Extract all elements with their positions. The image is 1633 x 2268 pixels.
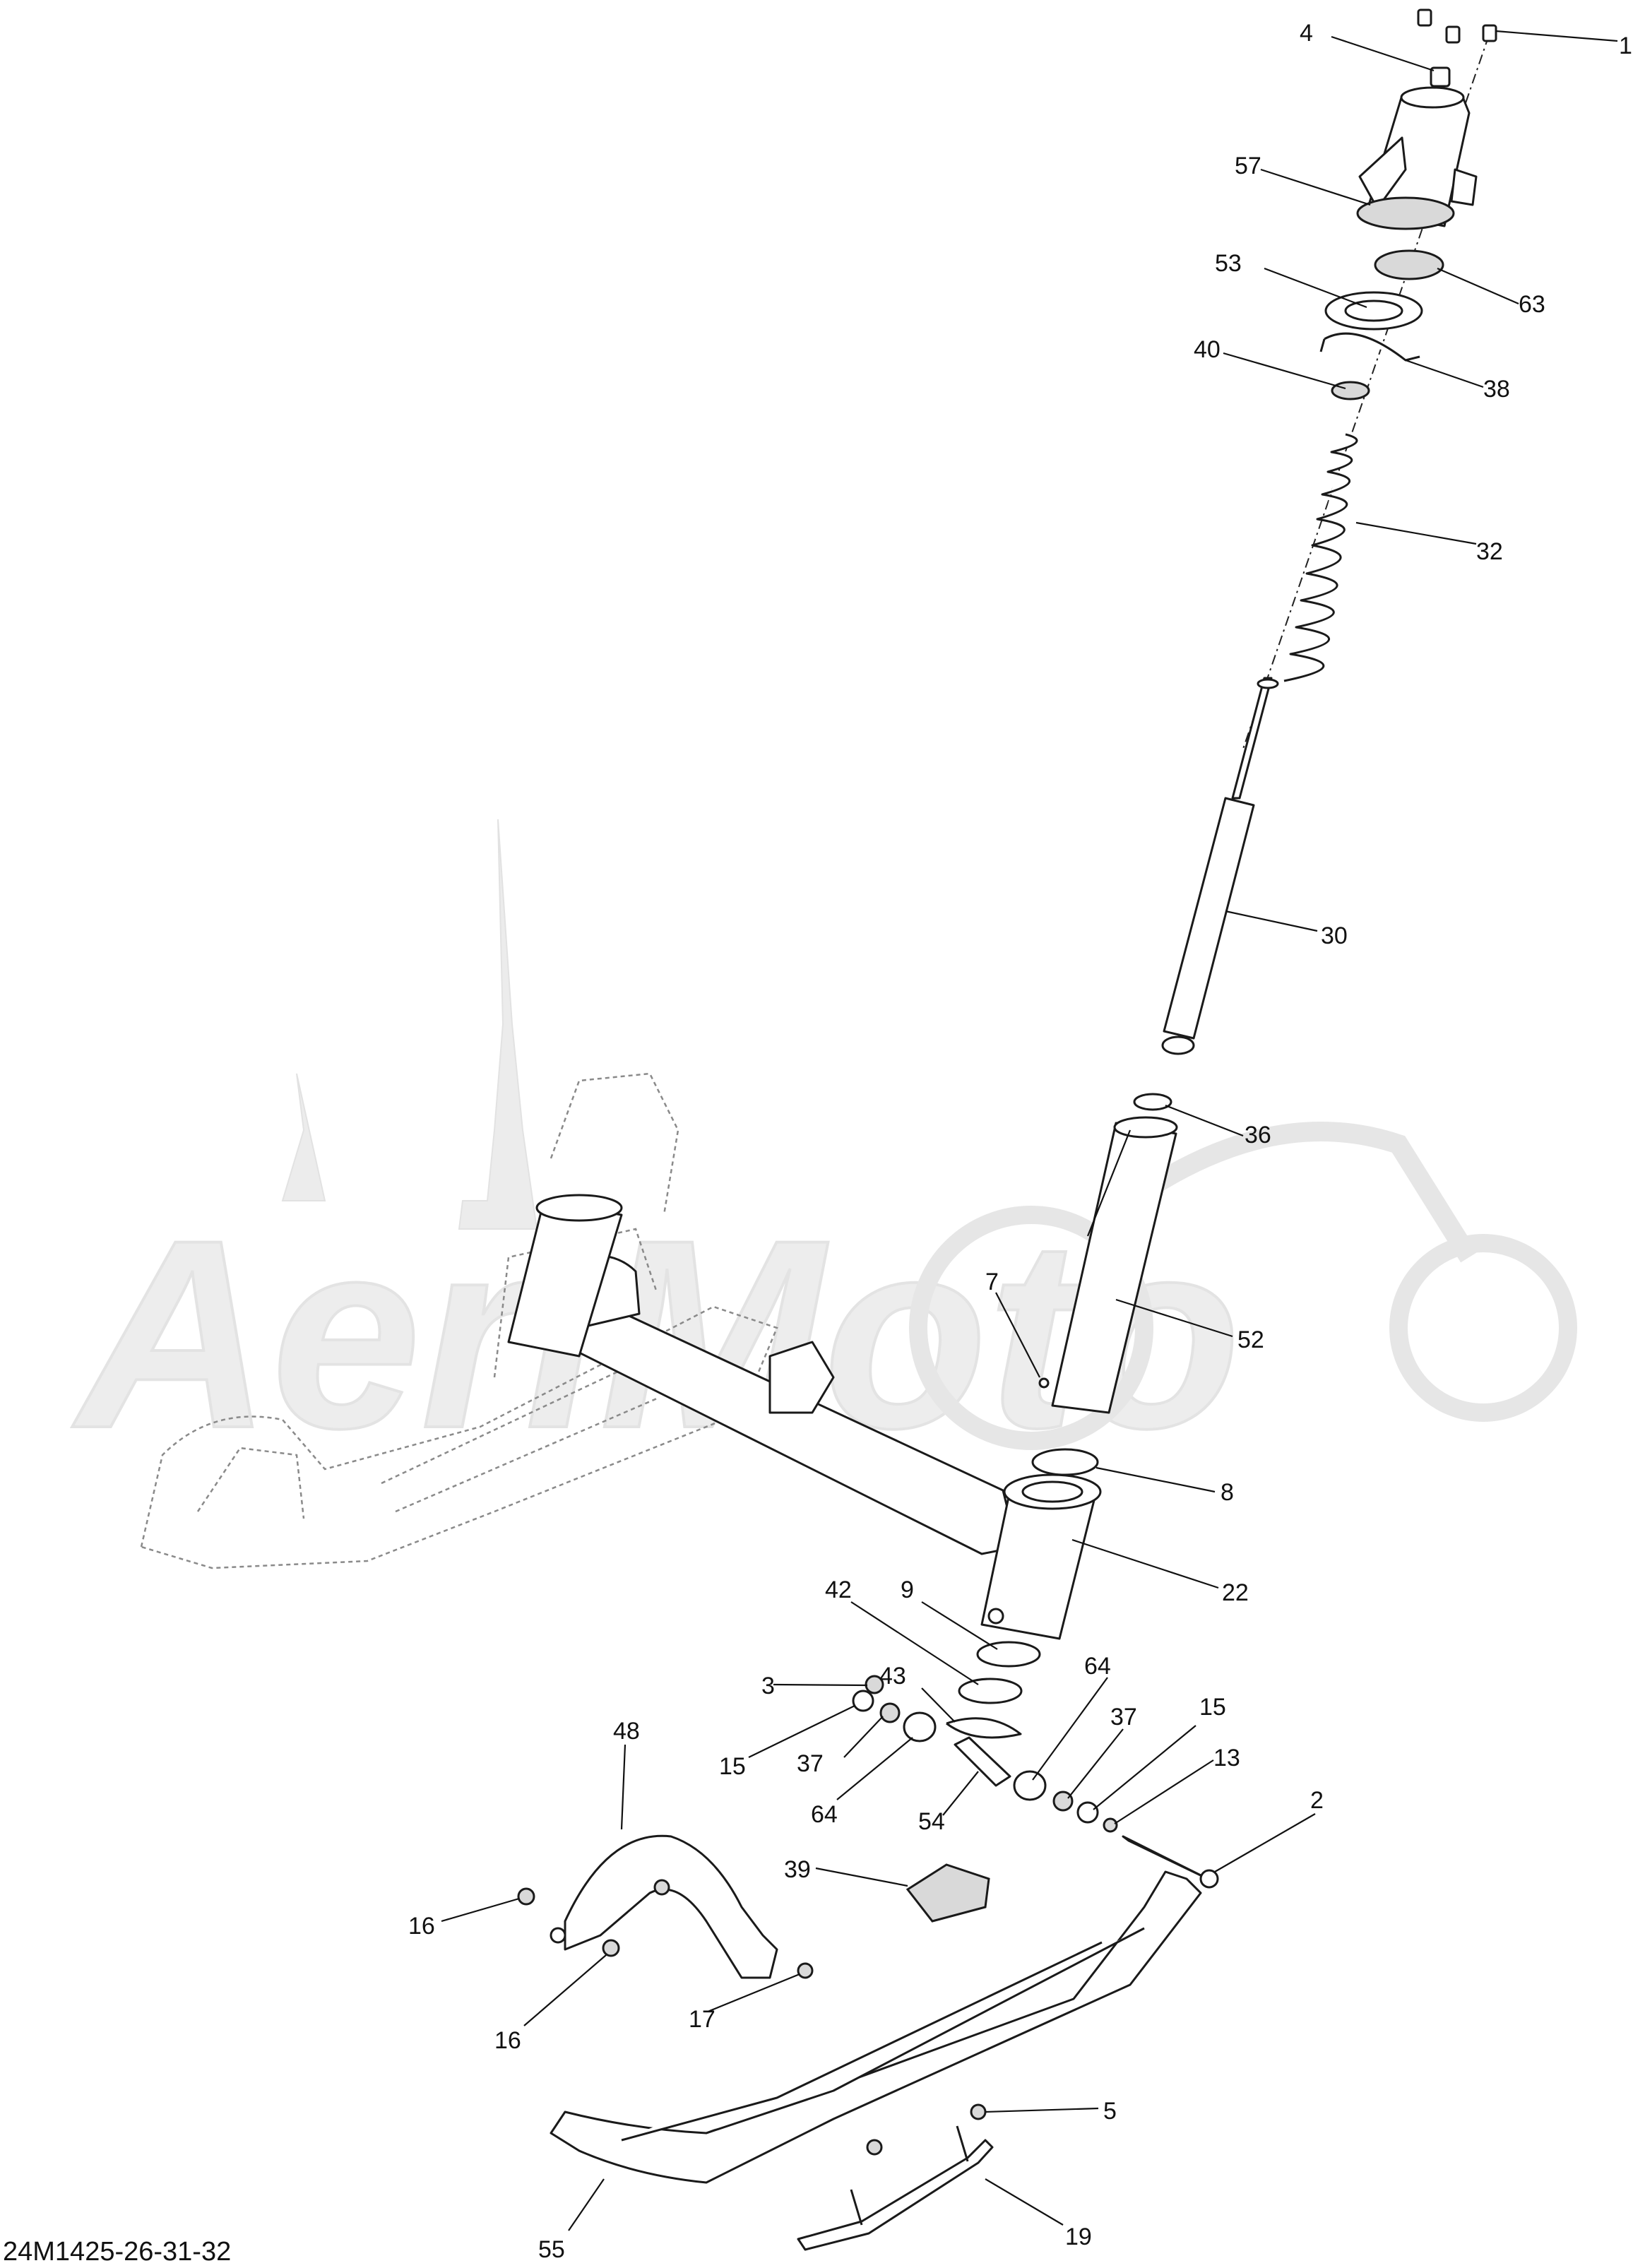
washer-37a bbox=[879, 1702, 901, 1723]
callout-32: 32 bbox=[1476, 538, 1503, 565]
callout-52: 52 bbox=[1237, 1326, 1264, 1353]
callout-1: 1 bbox=[1619, 32, 1632, 59]
callout-7: 7 bbox=[985, 1269, 999, 1295]
callout-15a: 15 bbox=[719, 1753, 746, 1780]
runner-19 bbox=[797, 2139, 994, 2251]
collar-40 bbox=[1331, 381, 1370, 400]
callout-8: 8 bbox=[1221, 1479, 1234, 1506]
ring-9 bbox=[976, 1641, 1041, 1668]
nut-5 bbox=[970, 2103, 987, 2120]
callout-38: 38 bbox=[1483, 376, 1510, 403]
bolt-16b bbox=[602, 1939, 620, 1957]
callout-5: 5 bbox=[1103, 2098, 1117, 2125]
callout-16b: 16 bbox=[494, 2027, 521, 2054]
bolt-16a bbox=[517, 1887, 535, 1906]
callout-17: 17 bbox=[689, 2006, 715, 2033]
callout-40: 40 bbox=[1194, 336, 1221, 363]
callout-55: 55 bbox=[538, 2236, 565, 2263]
callout-13: 13 bbox=[1213, 1745, 1240, 1771]
callout-63: 63 bbox=[1519, 291, 1545, 318]
washer-15a bbox=[852, 1690, 874, 1712]
pad-39 bbox=[905, 1863, 990, 1923]
callout-37b: 37 bbox=[1110, 1704, 1137, 1730]
clip-38 bbox=[1319, 332, 1420, 362]
ring-42 bbox=[958, 1678, 1023, 1704]
clip-43 bbox=[946, 1717, 1022, 1739]
callout-64a: 64 bbox=[1084, 1653, 1111, 1680]
nut-13 bbox=[1103, 1817, 1118, 1833]
callout-43: 43 bbox=[879, 1663, 906, 1690]
washer-37b bbox=[1052, 1791, 1074, 1812]
callout-53: 53 bbox=[1215, 250, 1242, 277]
callout-39: 39 bbox=[784, 1856, 811, 1883]
ski-55 bbox=[550, 1863, 1202, 2251]
callout-54: 54 bbox=[918, 1808, 945, 1835]
callout-37a: 37 bbox=[797, 1750, 824, 1777]
callout-30: 30 bbox=[1321, 922, 1348, 949]
callout-22: 22 bbox=[1222, 1579, 1249, 1606]
spindle-assembly bbox=[507, 1194, 1102, 1640]
callout-57: 57 bbox=[1235, 153, 1261, 179]
callout-42: 42 bbox=[825, 1577, 852, 1603]
shock-rod bbox=[1231, 677, 1273, 800]
callout-19: 19 bbox=[1065, 2224, 1092, 2250]
bushing-64a bbox=[903, 1711, 937, 1742]
watermark: AeriMoto bbox=[68, 819, 1577, 1485]
ski-handle-48 bbox=[517, 1834, 814, 1979]
bolt-17 bbox=[797, 1962, 814, 1979]
oring-36 bbox=[1133, 1093, 1172, 1111]
lower-hardware bbox=[852, 1641, 1219, 1889]
callout-48: 48 bbox=[613, 1718, 640, 1745]
plate-63 bbox=[1374, 249, 1444, 280]
leader-lines bbox=[441, 30, 1618, 2231]
spring-32 bbox=[1283, 433, 1358, 682]
diagram-code: 24M1425-26-31-32 bbox=[3, 2237, 231, 2267]
callout-36: 36 bbox=[1245, 1122, 1271, 1148]
shock-body-30 bbox=[1163, 797, 1255, 1040]
callout-3: 3 bbox=[761, 1673, 775, 1699]
bushing-64b bbox=[1013, 1770, 1047, 1801]
callout-4: 4 bbox=[1300, 20, 1313, 47]
ring-8 bbox=[1031, 1448, 1099, 1476]
sleeve-54 bbox=[954, 1736, 1011, 1787]
callout-15b: 15 bbox=[1199, 1694, 1226, 1721]
part-7 bbox=[1038, 1377, 1050, 1389]
callout-labels: 1 4 57 53 63 40 38 32 30 36 7 52 8 22 42… bbox=[408, 20, 1632, 2263]
callout-9: 9 bbox=[901, 1577, 914, 1603]
callout-64b: 64 bbox=[811, 1801, 838, 1828]
callout-16a: 16 bbox=[408, 1913, 435, 1940]
washer-15b bbox=[1076, 1801, 1099, 1824]
callout-2: 2 bbox=[1310, 1787, 1324, 1814]
